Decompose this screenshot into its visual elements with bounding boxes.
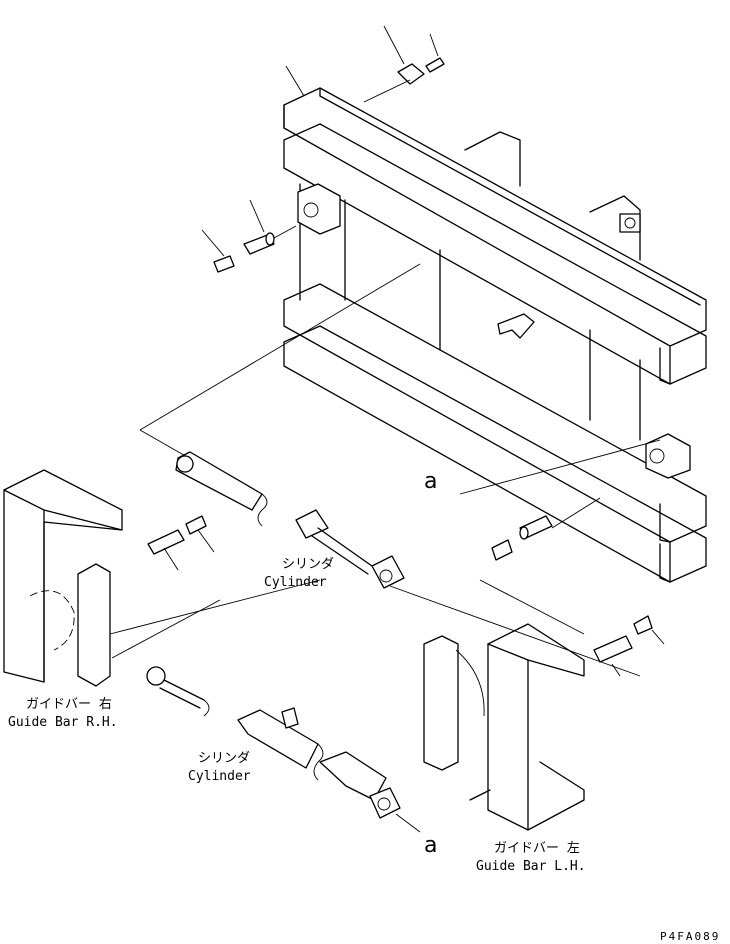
reference-a-lower: a [424, 833, 437, 858]
guide-bar-rh-label-en: Guide Bar R.H. [8, 715, 118, 730]
guide-bar-rh [3, 469, 321, 687]
lower-cylinder-label-jp: シリンダ [198, 751, 250, 766]
carriage-frame [283, 87, 707, 583]
lower-cylinder [146, 666, 421, 833]
lower-cylinder-label-en: Cylinder [188, 769, 251, 784]
guide-bar-rh-label-jp: ガイドバー 右 [26, 697, 112, 712]
upper-cylinder-label-jp: シリンダ [282, 557, 334, 572]
reference-a-upper: a [424, 469, 437, 494]
right-pin-and-bolt [491, 497, 601, 561]
guide-bar-lh [423, 579, 665, 831]
top-plate-and-bolt [285, 25, 445, 103]
drawing-code: P4FA089 [660, 930, 720, 943]
guide-bar-lh-label-en: Guide Bar L.H. [476, 859, 586, 874]
upper-cylinder-label-en: Cylinder [264, 575, 327, 590]
leader-lines [139, 263, 661, 495]
upper-cylinder [175, 451, 641, 677]
upper-pin-and-bolt [201, 199, 297, 273]
guide-bar-lh-label-jp: ガイドバー 左 [494, 841, 580, 856]
